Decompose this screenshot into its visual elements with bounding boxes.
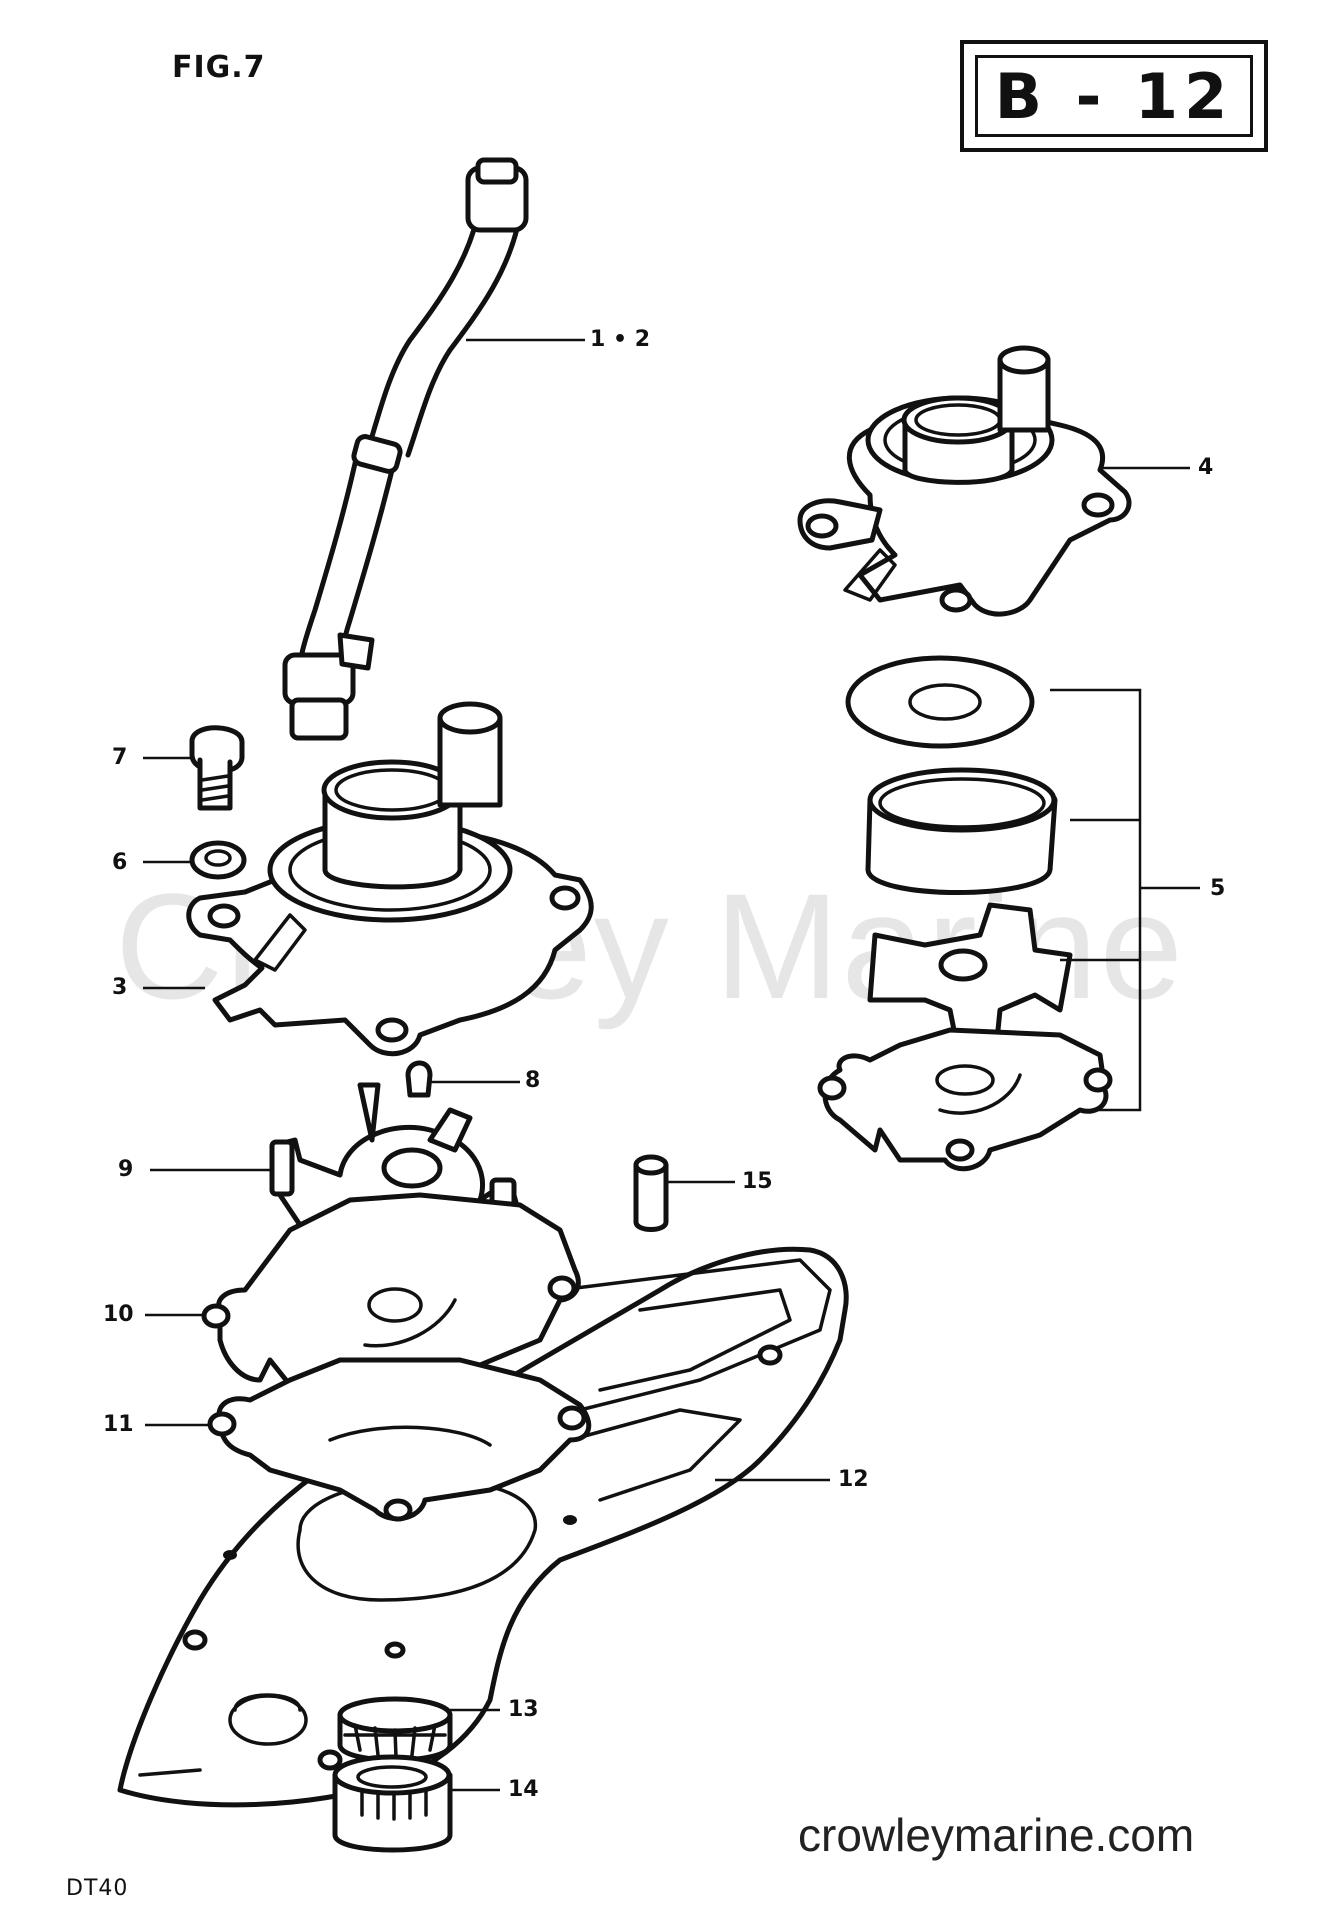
callout-13: 13 <box>508 1697 539 1722</box>
gasket-upper <box>201 1192 581 1407</box>
pump-case-assembled <box>797 345 1132 617</box>
page-code: B - 12 <box>975 55 1253 137</box>
callout-7: 7 <box>112 745 128 770</box>
model-label: DT40 <box>66 1876 129 1901</box>
impeller-key <box>405 1060 433 1098</box>
callout-9: 9 <box>118 1157 134 1182</box>
callout-14: 14 <box>508 1777 539 1802</box>
lock-washer <box>189 840 247 880</box>
callout-8: 8 <box>525 1068 541 1093</box>
callout-3: 3 <box>112 975 128 1000</box>
figure-label: FIG.7 <box>172 50 266 85</box>
leader-lines <box>143 338 1200 1792</box>
callout-1-2: 1 • 2 <box>590 327 650 352</box>
dowel-pin <box>633 1154 669 1232</box>
water-tube <box>282 157 529 741</box>
website-watermark: crowleymarine.com <box>798 1809 1195 1861</box>
callout-11: 11 <box>103 1412 134 1437</box>
pump-case <box>186 701 594 1057</box>
gasket-lower <box>207 1357 592 1522</box>
callout-5: 5 <box>1210 876 1226 901</box>
callout-15: 15 <box>742 1169 773 1194</box>
callout-12: 12 <box>838 1467 869 1492</box>
bushing <box>332 1754 453 1853</box>
page-code-box: B - 12 <box>960 40 1268 152</box>
callout-4: 4 <box>1198 455 1214 480</box>
bolt <box>189 725 245 811</box>
callout-6: 6 <box>112 850 128 875</box>
oil-seal <box>337 1696 453 1763</box>
repair-kit-parts <box>817 655 1113 1172</box>
callout-10: 10 <box>103 1302 134 1327</box>
